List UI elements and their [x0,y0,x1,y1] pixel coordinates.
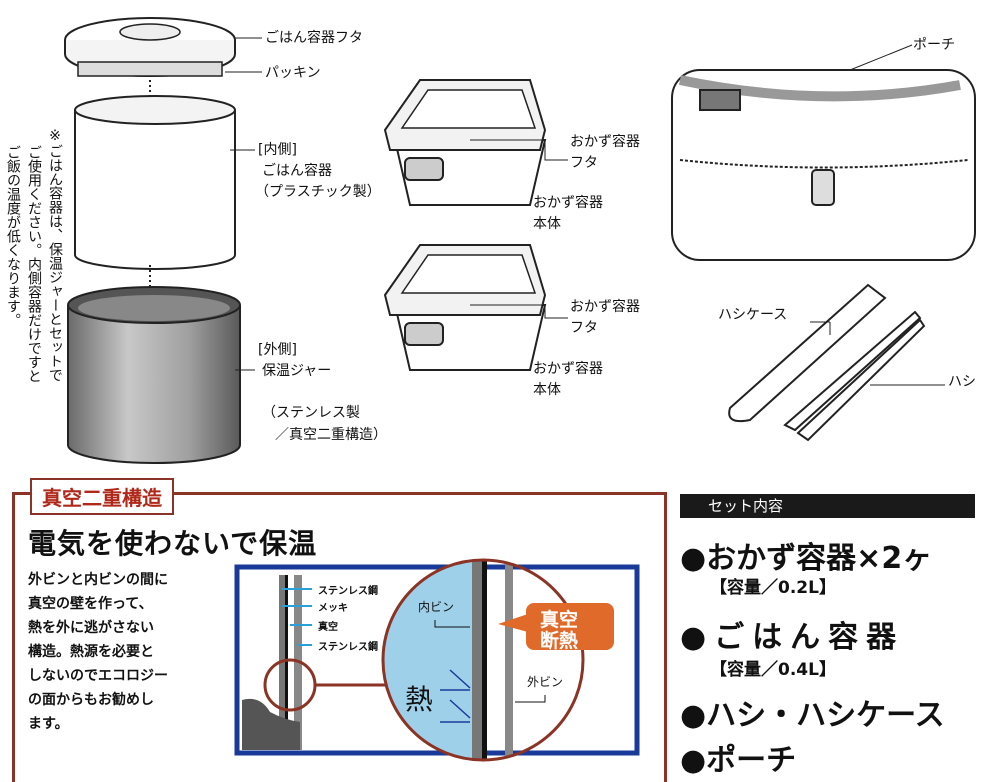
structure-text-1: 外ビンと内ビンの間に [28,572,168,588]
rice-lid-label: ごはん容器フタ [265,30,363,46]
chopstick-drawing [728,283,926,442]
inner-rice-container-drawing [74,95,236,270]
outer-tag-label: [外側] [258,342,297,358]
okazu-body-label-1: おかず容器 [533,195,603,211]
rice-lid-drawing [64,17,236,77]
packing-label: パッキン [265,65,321,81]
inner-tag-label: [内側] [258,142,297,158]
layer-label-3: 真空 [318,622,338,633]
okazu-lid-label-2b: フタ [570,320,598,336]
inner-name-label: ごはん容器 [262,163,332,179]
set-item-chopsticks: ●ハシ・ハシケース [680,698,945,733]
vacuum-badge-1: 真空 [540,609,579,631]
chopsticks-label: ハシ [948,374,976,390]
structure-text-7: ます。 [28,716,69,732]
outer-structure-label: ／真空二重構造） [275,427,387,443]
structure-text-5: しないのでエコロジー [28,668,168,684]
note-line-2: ご使用ください。内側容器だけですと [26,145,42,383]
okazu-lid-label-1: おかず容器 [570,134,640,150]
inner-material-label: （プラスチック製） [255,184,381,200]
structure-tab: 真空二重構造 [30,478,174,515]
heat-label: 熱 [405,683,434,716]
okazu-body-label-1b: おかず容器 [533,361,603,377]
structure-text-3: 熱を外に逃がさない [28,620,154,636]
outer-bottle-label: 外ビン [527,675,564,689]
vacuum-badge-2: 断熱 [540,630,579,652]
outer-material-label: （ステンレス製 [262,405,360,421]
pouch-label: ポーチ [913,37,955,53]
note-line-1: ※ごはん容器は、保温ジャーとセットで [47,128,63,382]
outer-jar-drawing [67,286,241,464]
layer-label-1: ステンレス鋼 [318,586,378,597]
vacuum-structure-diagram [234,558,640,762]
structure-text-4: 構造。熱源を必要と [28,644,154,660]
structure-heading: 電気を使わないで保温 [28,527,318,560]
set-item-rice-capacity: 【容量／0.4L】 [710,660,836,680]
layer-label-2: メッキ [318,603,348,614]
structure-text-2: 真空の壁を作って、 [28,596,153,612]
set-item-pouch: ●ポーチ [680,743,797,778]
okazu-lid-label-2: フタ [570,155,598,171]
layer-label-4: ステンレス鋼 [318,642,378,653]
okazu-body-label-2: 本体 [533,216,561,232]
outer-name-label: 保温ジャー [262,363,332,379]
set-item-okazu-capacity: 【容量／0.2L】 [710,578,836,598]
note-line-3: ご飯の温度が低くなります。 [5,145,21,327]
chopstick-case-label: ハシケース [718,307,788,323]
structure-text-6: の面からもお勧めし [28,692,154,708]
set-contents-header: セット内容 [680,494,975,518]
okazu-lid-label-1b: おかず容器 [570,299,640,315]
inner-bottle-label: 内ビン [418,600,455,614]
okazu-body-label-2b: 本体 [533,382,561,398]
structure-panel [12,492,667,782]
side-dish-container-2-drawing [383,244,547,371]
set-item-okazu: ●おかず容器×2ヶ [680,541,933,576]
pouch-drawing [671,69,976,261]
side-dish-container-1-drawing [383,79,547,206]
set-item-rice: ●ごはん容器 [680,620,905,655]
